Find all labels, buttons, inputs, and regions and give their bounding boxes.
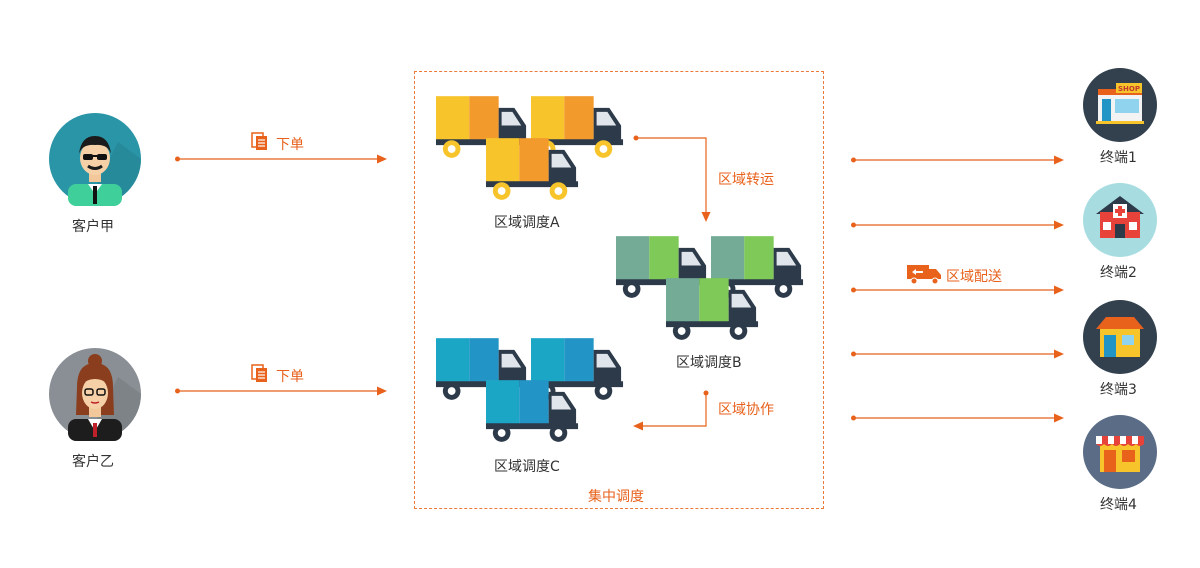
truck-icon — [666, 278, 760, 341]
document-icon — [251, 132, 267, 150]
customer-a-avatar — [49, 113, 141, 206]
delivery-truck-icon — [907, 265, 941, 285]
order-arrow-a — [175, 154, 387, 164]
delivery-arrow-3 — [851, 285, 1064, 295]
transfer-label: 区域转运 — [718, 172, 774, 188]
truck-icon — [486, 138, 580, 201]
store-icon — [1083, 415, 1157, 489]
terminal-2-label: 终端2 — [1100, 265, 1137, 281]
customer-a-label: 客户甲 — [72, 219, 114, 235]
svg-text:SHOP: SHOP — [1118, 85, 1140, 93]
terminal-4-label: 终端4 — [1100, 497, 1137, 513]
transfer-arrow — [633, 135, 711, 222]
region-b-label: 区域调度B — [676, 355, 742, 371]
region-a-label: 区域调度A — [494, 215, 560, 231]
cooperation-arrow — [633, 390, 709, 431]
customer-b-label: 客户乙 — [72, 454, 114, 470]
document-icon — [251, 364, 267, 382]
truck-icon — [486, 380, 580, 443]
cooperation-label: 区域协作 — [718, 402, 774, 418]
terminal-3-label: 终端3 — [1100, 382, 1137, 398]
shop-icon: SHOP — [1083, 68, 1157, 142]
delivery-arrow-5 — [851, 413, 1064, 423]
order-label-a: 下单 — [276, 137, 304, 153]
delivery-arrow-1 — [851, 155, 1064, 165]
central-dispatch-box — [414, 71, 824, 509]
delivery-arrow-2 — [851, 220, 1064, 230]
region-c-label: 区域调度C — [494, 459, 560, 475]
order-arrow-b — [175, 386, 387, 396]
hospital-icon — [1083, 183, 1157, 257]
delivery-arrow-4 — [851, 349, 1064, 359]
order-label-b: 下单 — [276, 369, 304, 385]
house-icon — [1083, 300, 1157, 374]
central-dispatch-label: 集中调度 — [588, 489, 644, 505]
terminal-1-label: 终端1 — [1100, 150, 1137, 166]
customer-b-avatar — [49, 348, 141, 441]
delivery-label: 区域配送 — [946, 269, 1002, 285]
